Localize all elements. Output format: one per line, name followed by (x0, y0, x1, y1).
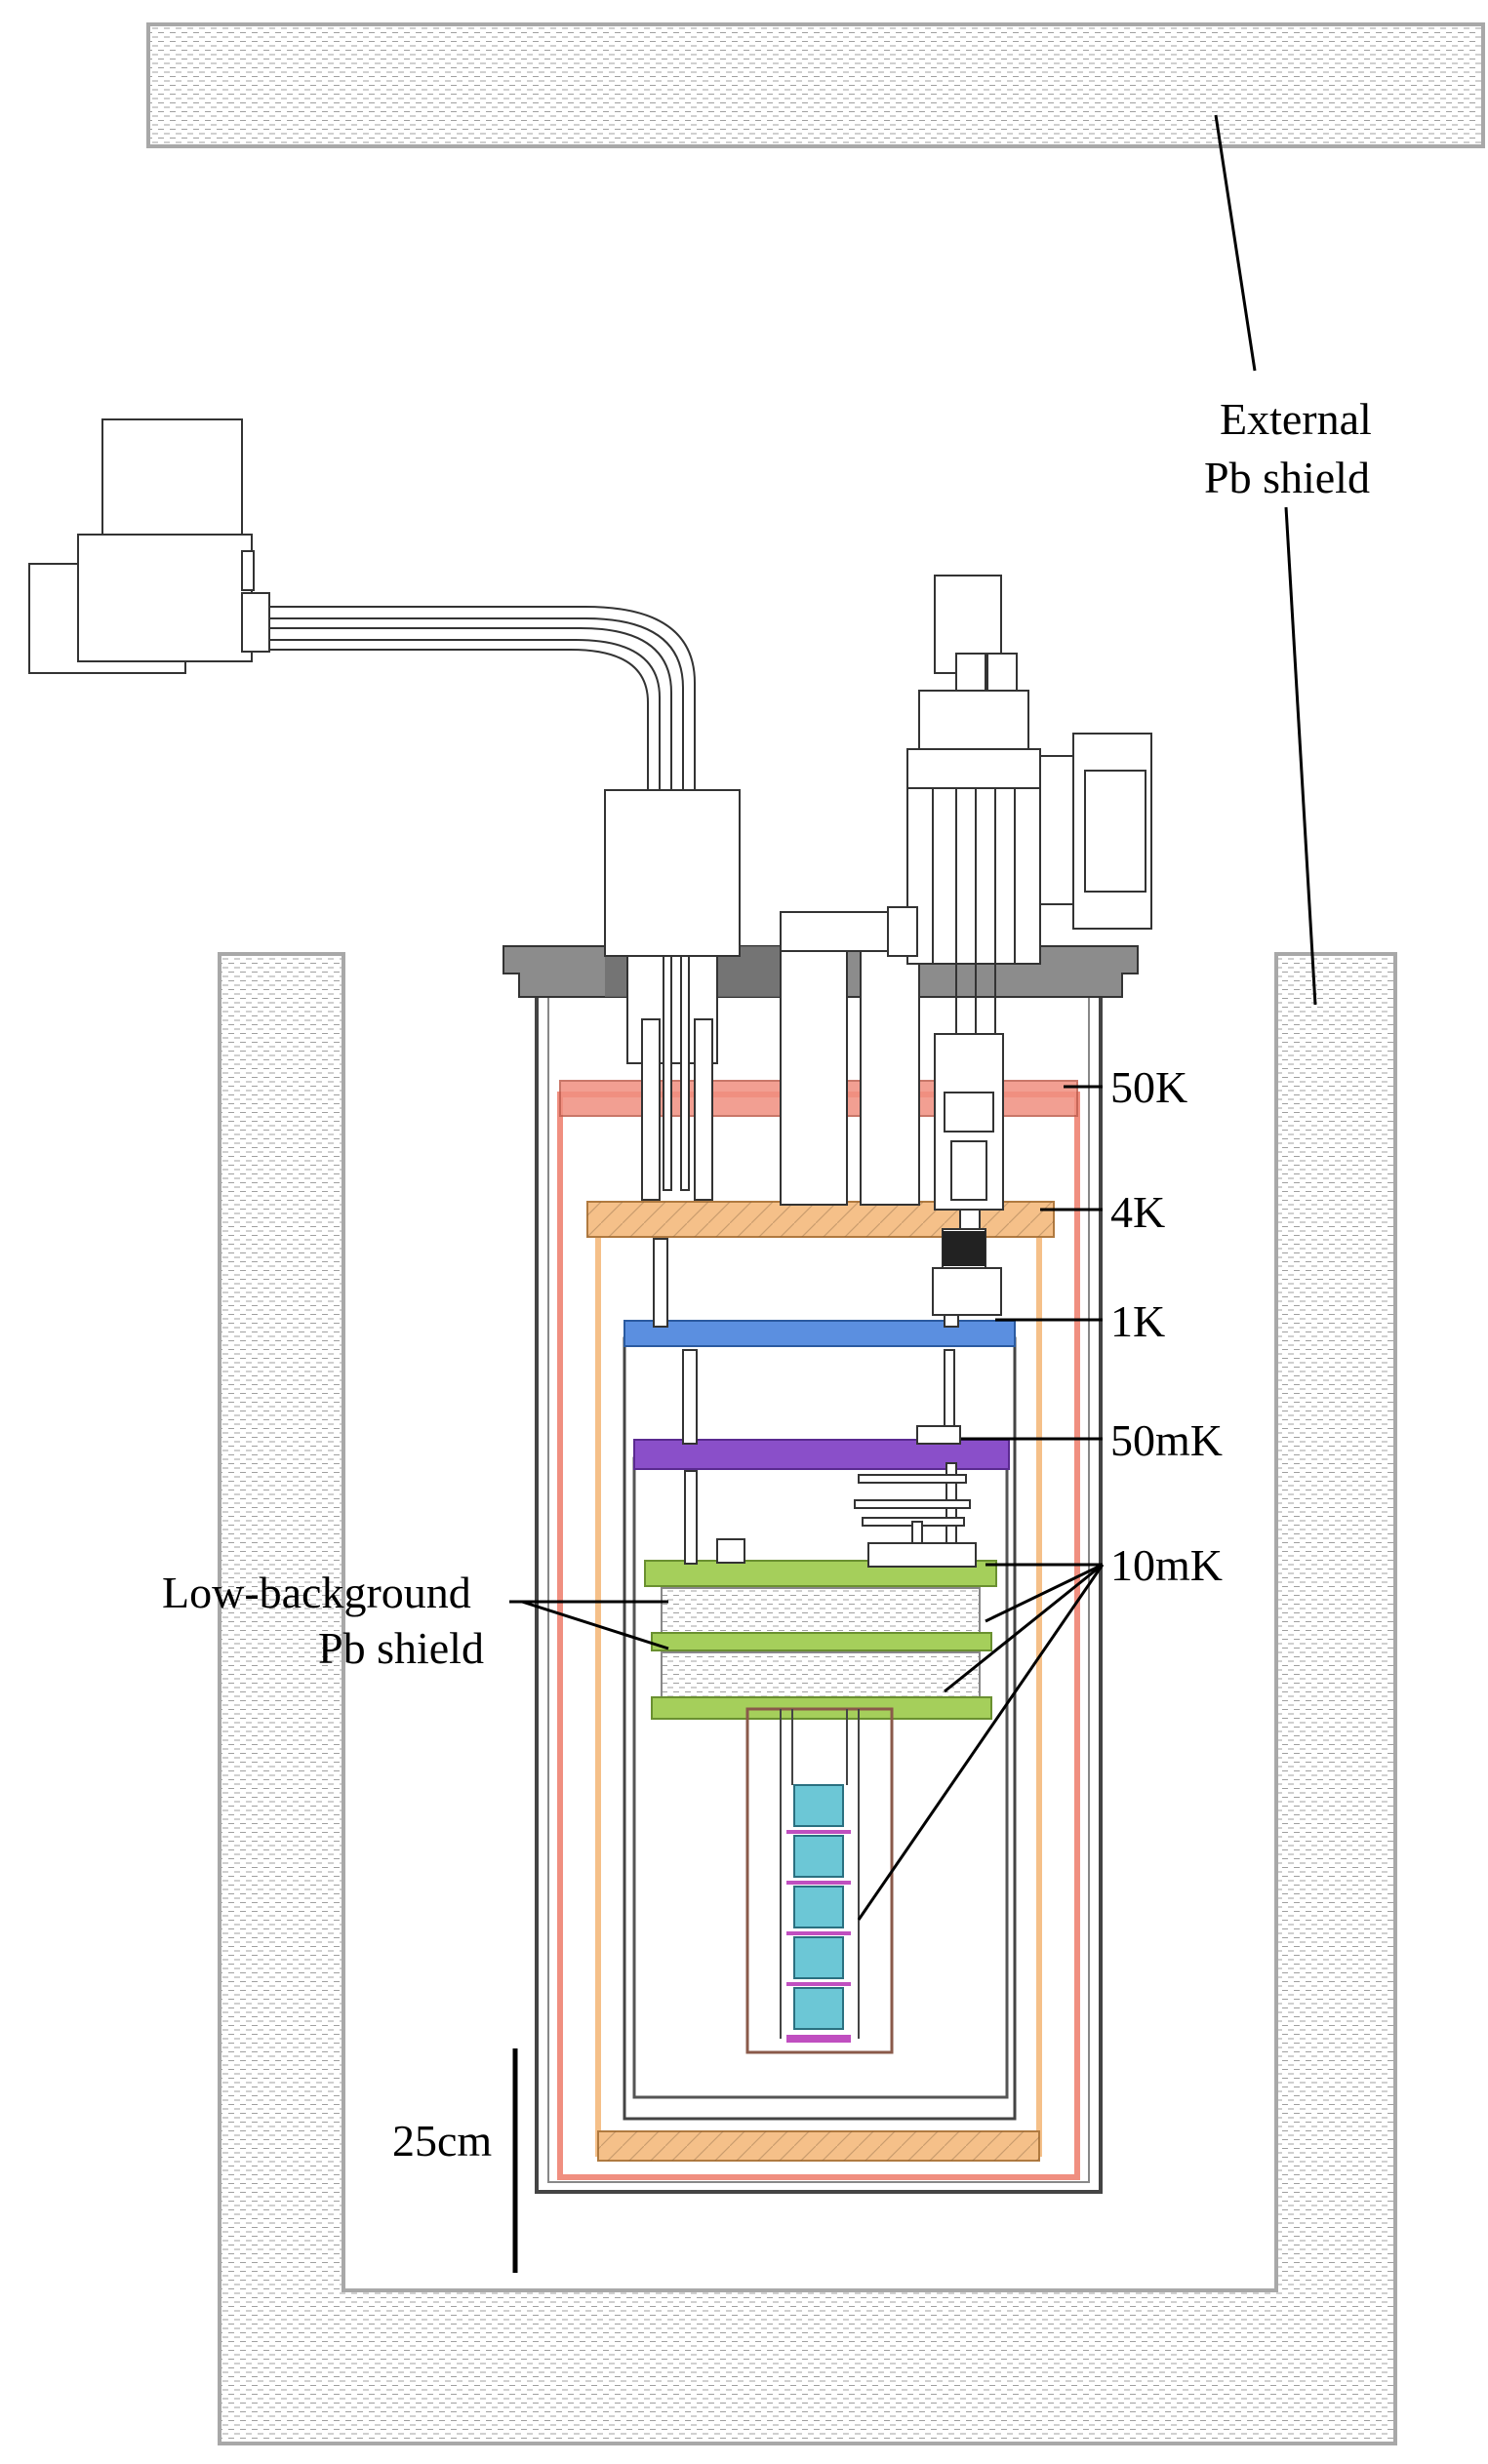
stage-leaders (509, 1085, 1105, 1921)
external-shield-leader-bottom (1284, 506, 1317, 1006)
stage-50k-label: 50K (1110, 1062, 1187, 1112)
cable-bundle (269, 606, 696, 790)
plate-10mk-middle (651, 1632, 992, 1651)
external-shield-leader-top (1214, 114, 1257, 372)
external-shield-label-line2: Pb shield (1204, 453, 1370, 502)
detector-shield-can (745, 1707, 894, 2054)
detector-module (793, 1784, 844, 1827)
plate-4k-bottom-hatch (598, 2131, 1039, 2161)
electronics-box (28, 418, 270, 674)
external-shield-label-line1: External (1220, 394, 1372, 444)
heat-exchanger (943, 1231, 985, 1266)
lowbg-shield-label-line2: Pb shield (318, 1623, 484, 1673)
stage-50mk-label: 50mK (1110, 1415, 1223, 1465)
plate-1k (623, 1320, 1016, 1347)
detector-module (793, 1987, 844, 2030)
stage-4k-label: 4K (1110, 1187, 1165, 1237)
mixing-chamber-parts (854, 1425, 977, 1568)
support-columns (604, 789, 959, 1565)
lowbg-shield-label-line1: Low-background (162, 1568, 471, 1617)
detector-tower-frame (780, 1709, 860, 2039)
lowbg-shield-lower (661, 1651, 981, 1698)
stage-10mk-label: 10mK (1110, 1540, 1223, 1590)
detector-module (793, 1936, 844, 1979)
lowbg-shield-upper (661, 1587, 981, 1634)
detector-module (793, 1835, 844, 1878)
stage-1k-label: 1K (1110, 1296, 1165, 1346)
scale-bar-label: 25cm (392, 2116, 492, 2166)
detector-module (793, 1886, 844, 1928)
dilution-unit (887, 575, 1152, 1316)
external-shield-top-slab (146, 22, 1485, 148)
detector-modules (786, 1784, 851, 2043)
external-shield-castle (218, 952, 1397, 2445)
